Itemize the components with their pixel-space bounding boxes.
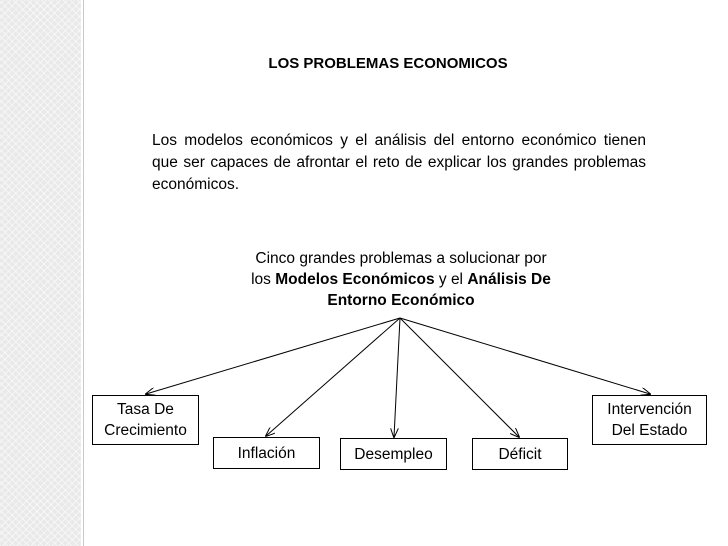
central-concept-line-3: Entorno Económico <box>327 292 475 309</box>
problem-intervencion-line-1: Intervención <box>607 401 692 418</box>
problem-box-tasa-de-crecimiento: Tasa De Crecimiento <box>92 395 199 445</box>
central-concept-modelos: Modelos Económicos <box>275 271 435 288</box>
central-concept-text-los: los <box>251 271 276 288</box>
arrow-to-tasa <box>146 317 401 394</box>
problem-tasa-line-2: Crecimiento <box>104 422 187 439</box>
central-concept-analisis: Análisis De <box>467 271 551 288</box>
problem-deficit-label: Déficit <box>498 445 542 463</box>
problem-box-inflacion: Inflación <box>213 437 320 469</box>
problem-desempleo-label: Desempleo <box>354 445 433 463</box>
decorative-left-strip <box>0 0 81 546</box>
central-concept-line-1: Cinco grandes problemas a solucionar por <box>255 250 547 267</box>
problem-intervencion-line-2: Del Estado <box>611 422 688 439</box>
slide-title: LOS PROBLEMAS ECONOMICOS <box>268 55 508 72</box>
central-concept: Cinco grandes problemas a solucionar por… <box>208 248 594 311</box>
intro-paragraph: Los modelos económicos y el análisis del… <box>152 132 646 193</box>
problem-box-desempleo: Desempleo <box>340 438 447 470</box>
problem-tasa-line-1: Tasa De <box>117 401 174 418</box>
central-concept-line-2: los Modelos Económicos y el Análisis De <box>208 269 594 290</box>
arrow-to-intervencion <box>399 317 650 394</box>
central-concept-text-y-el: y el <box>434 271 468 288</box>
problem-inflacion-label: Inflación <box>237 444 296 462</box>
arrow-to-deficit <box>399 317 519 437</box>
strip-divider-line <box>83 0 84 546</box>
problem-box-deficit: Déficit <box>472 438 568 470</box>
problem-box-intervencion-del-estado: Intervención Del Estado <box>592 395 707 445</box>
arrow-to-desempleo <box>394 317 401 437</box>
arrow-to-inflacion <box>266 317 401 436</box>
